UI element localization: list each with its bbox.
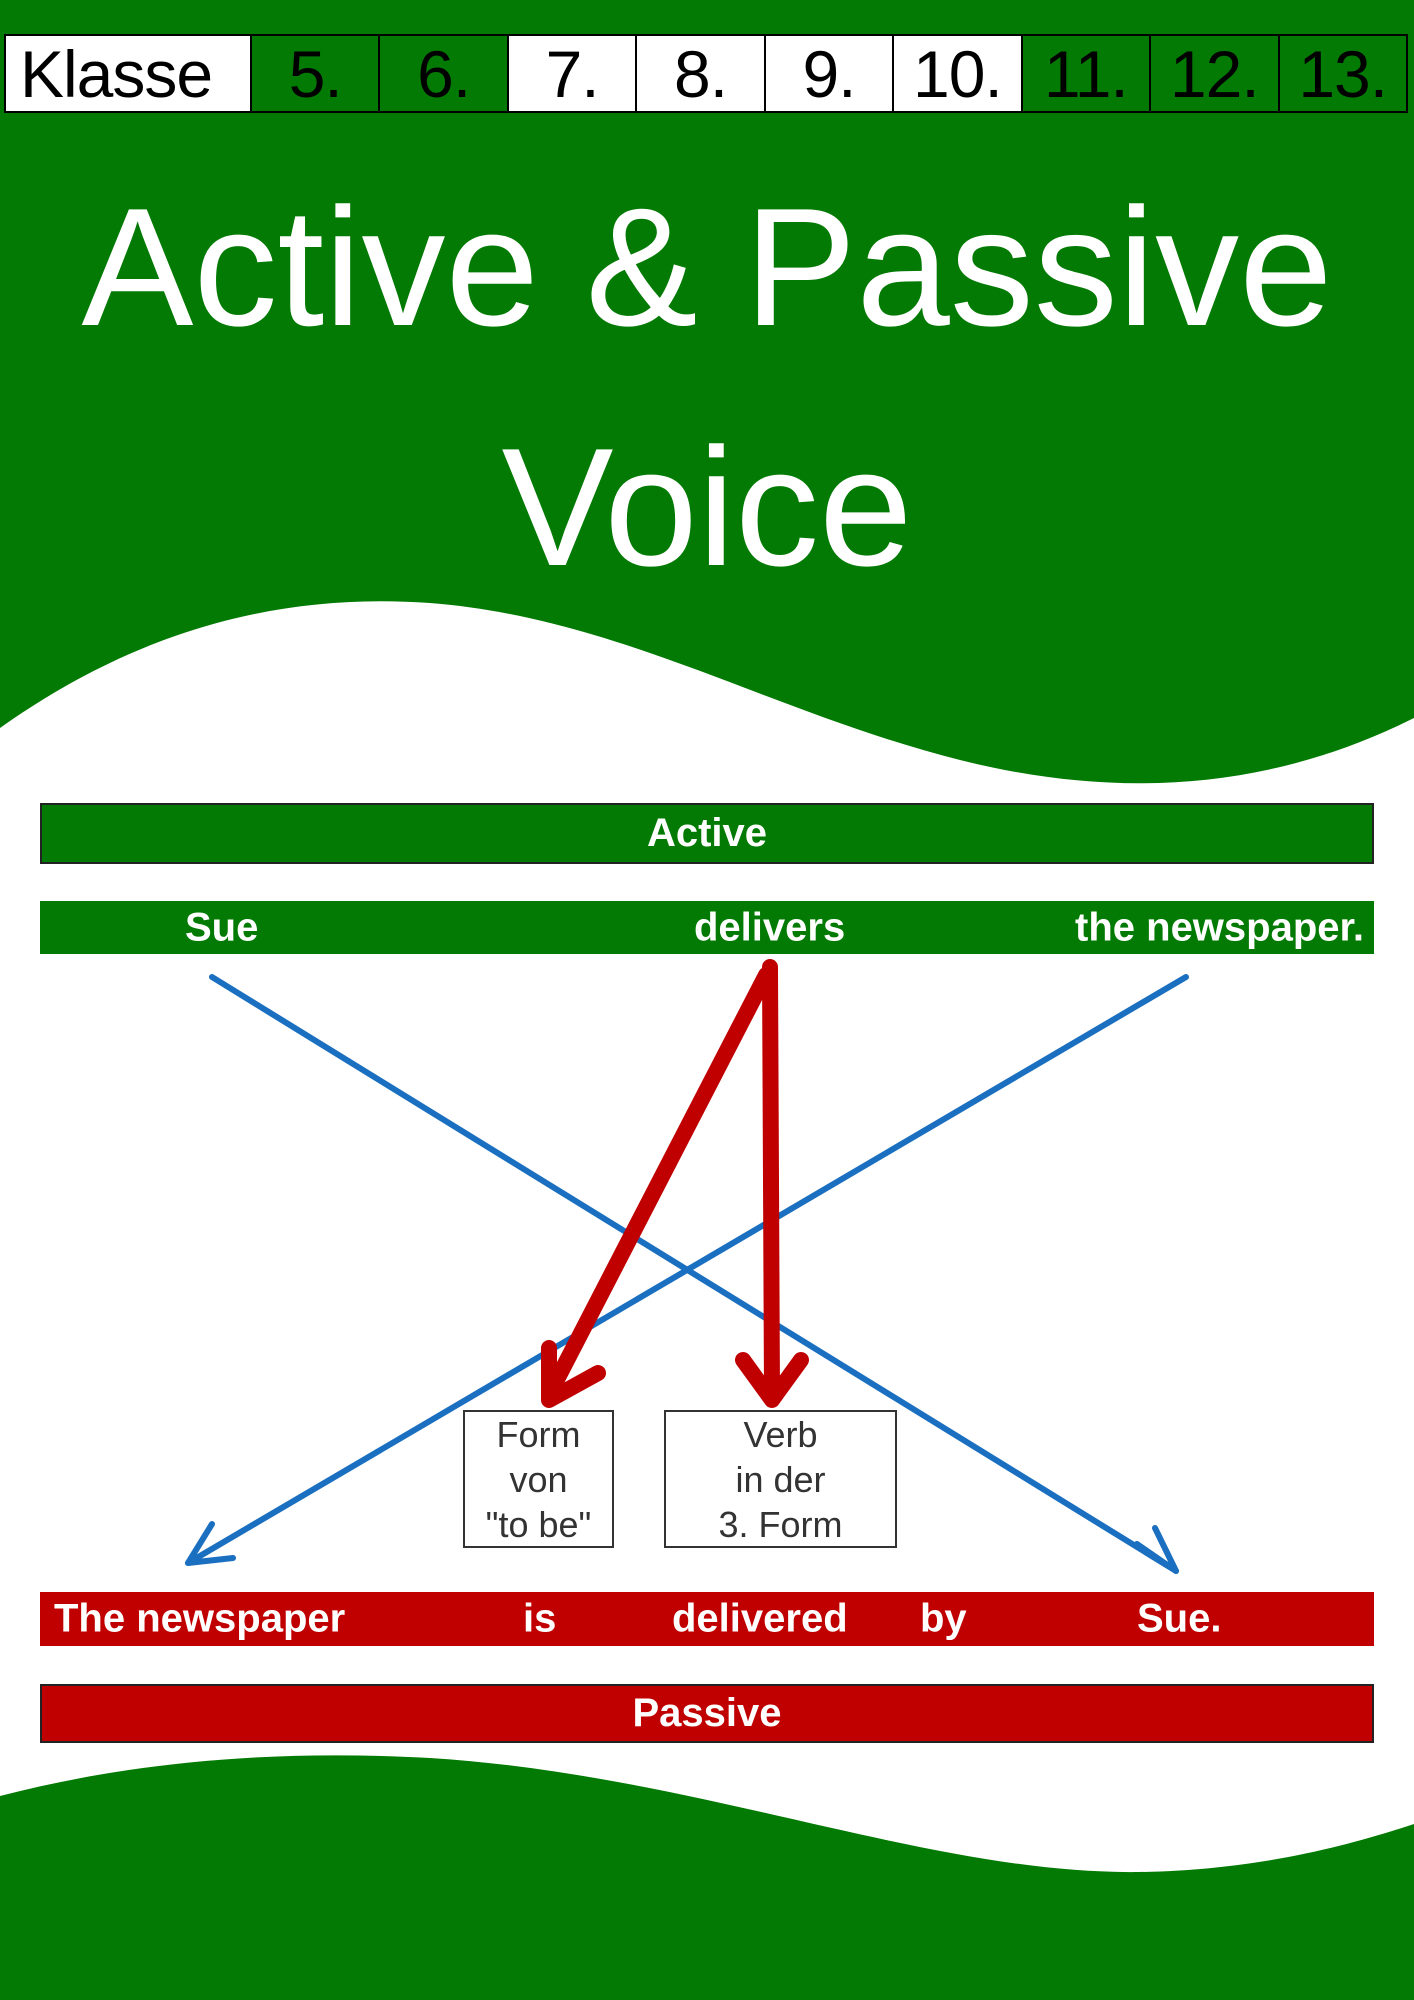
active-sentence-bar: Sue delivers the newspaper. <box>40 901 1374 954</box>
passive-participle: delivered <box>672 1596 848 1641</box>
grade-cell-10: 10. <box>894 36 1023 111</box>
passive-header-bar: Passive <box>40 1684 1374 1743</box>
passive-by: by <box>920 1596 967 1641</box>
verb-third-form-line-1: Verb <box>743 1413 818 1455</box>
grade-cell-13: 13. <box>1279 36 1406 111</box>
page-title-line-1: Active & Passive <box>81 173 1333 361</box>
active-object: the newspaper. <box>1075 905 1364 949</box>
form-to-be-line-2: von <box>509 1458 568 1500</box>
verb-third-form-box: Verb in der 3. Form <box>664 1410 897 1548</box>
grade-cell-12: 12. <box>1151 36 1280 111</box>
grade-cell-6: 6. <box>380 36 509 111</box>
passive-header-label: Passive <box>632 1691 782 1735</box>
form-to-be-box: Form von "to be" <box>463 1410 614 1548</box>
grade-cell-11: 11. <box>1022 36 1152 111</box>
bottom-green-wave <box>0 1755 1414 2000</box>
passive-agent: Sue. <box>1137 1596 1222 1641</box>
passive-subject: The newspaper <box>54 1596 346 1641</box>
active-verb: delivers <box>694 905 846 949</box>
page-title-line-2: Voice <box>501 413 913 601</box>
grade-cell-5: 5. <box>252 36 381 111</box>
grade-cell-7: 7. <box>508 36 638 111</box>
passive-sentence-bar: The newspaper is delivered by Sue. <box>40 1592 1374 1646</box>
form-to-be-line-1: Form <box>496 1413 581 1455</box>
active-header-label: Active <box>646 811 768 855</box>
passive-aux: is <box>523 1596 557 1641</box>
verb-third-form-line-2: in der <box>735 1458 826 1500</box>
grade-cell-8: 8. <box>637 36 766 111</box>
grade-strip: Klasse 5. 6. 7. 8. 9. 10. 11. 12. 13. <box>4 34 1408 113</box>
grade-label: Klasse <box>6 36 252 111</box>
form-to-be-line-3: "to be" <box>485 1503 592 1545</box>
top-green-wave <box>0 0 1414 784</box>
active-subject: Sue <box>185 905 259 949</box>
grade-cell-9: 9. <box>765 36 895 111</box>
verb-third-form-line-3: 3. Form <box>718 1503 843 1545</box>
active-header-bar: Active <box>40 803 1374 864</box>
